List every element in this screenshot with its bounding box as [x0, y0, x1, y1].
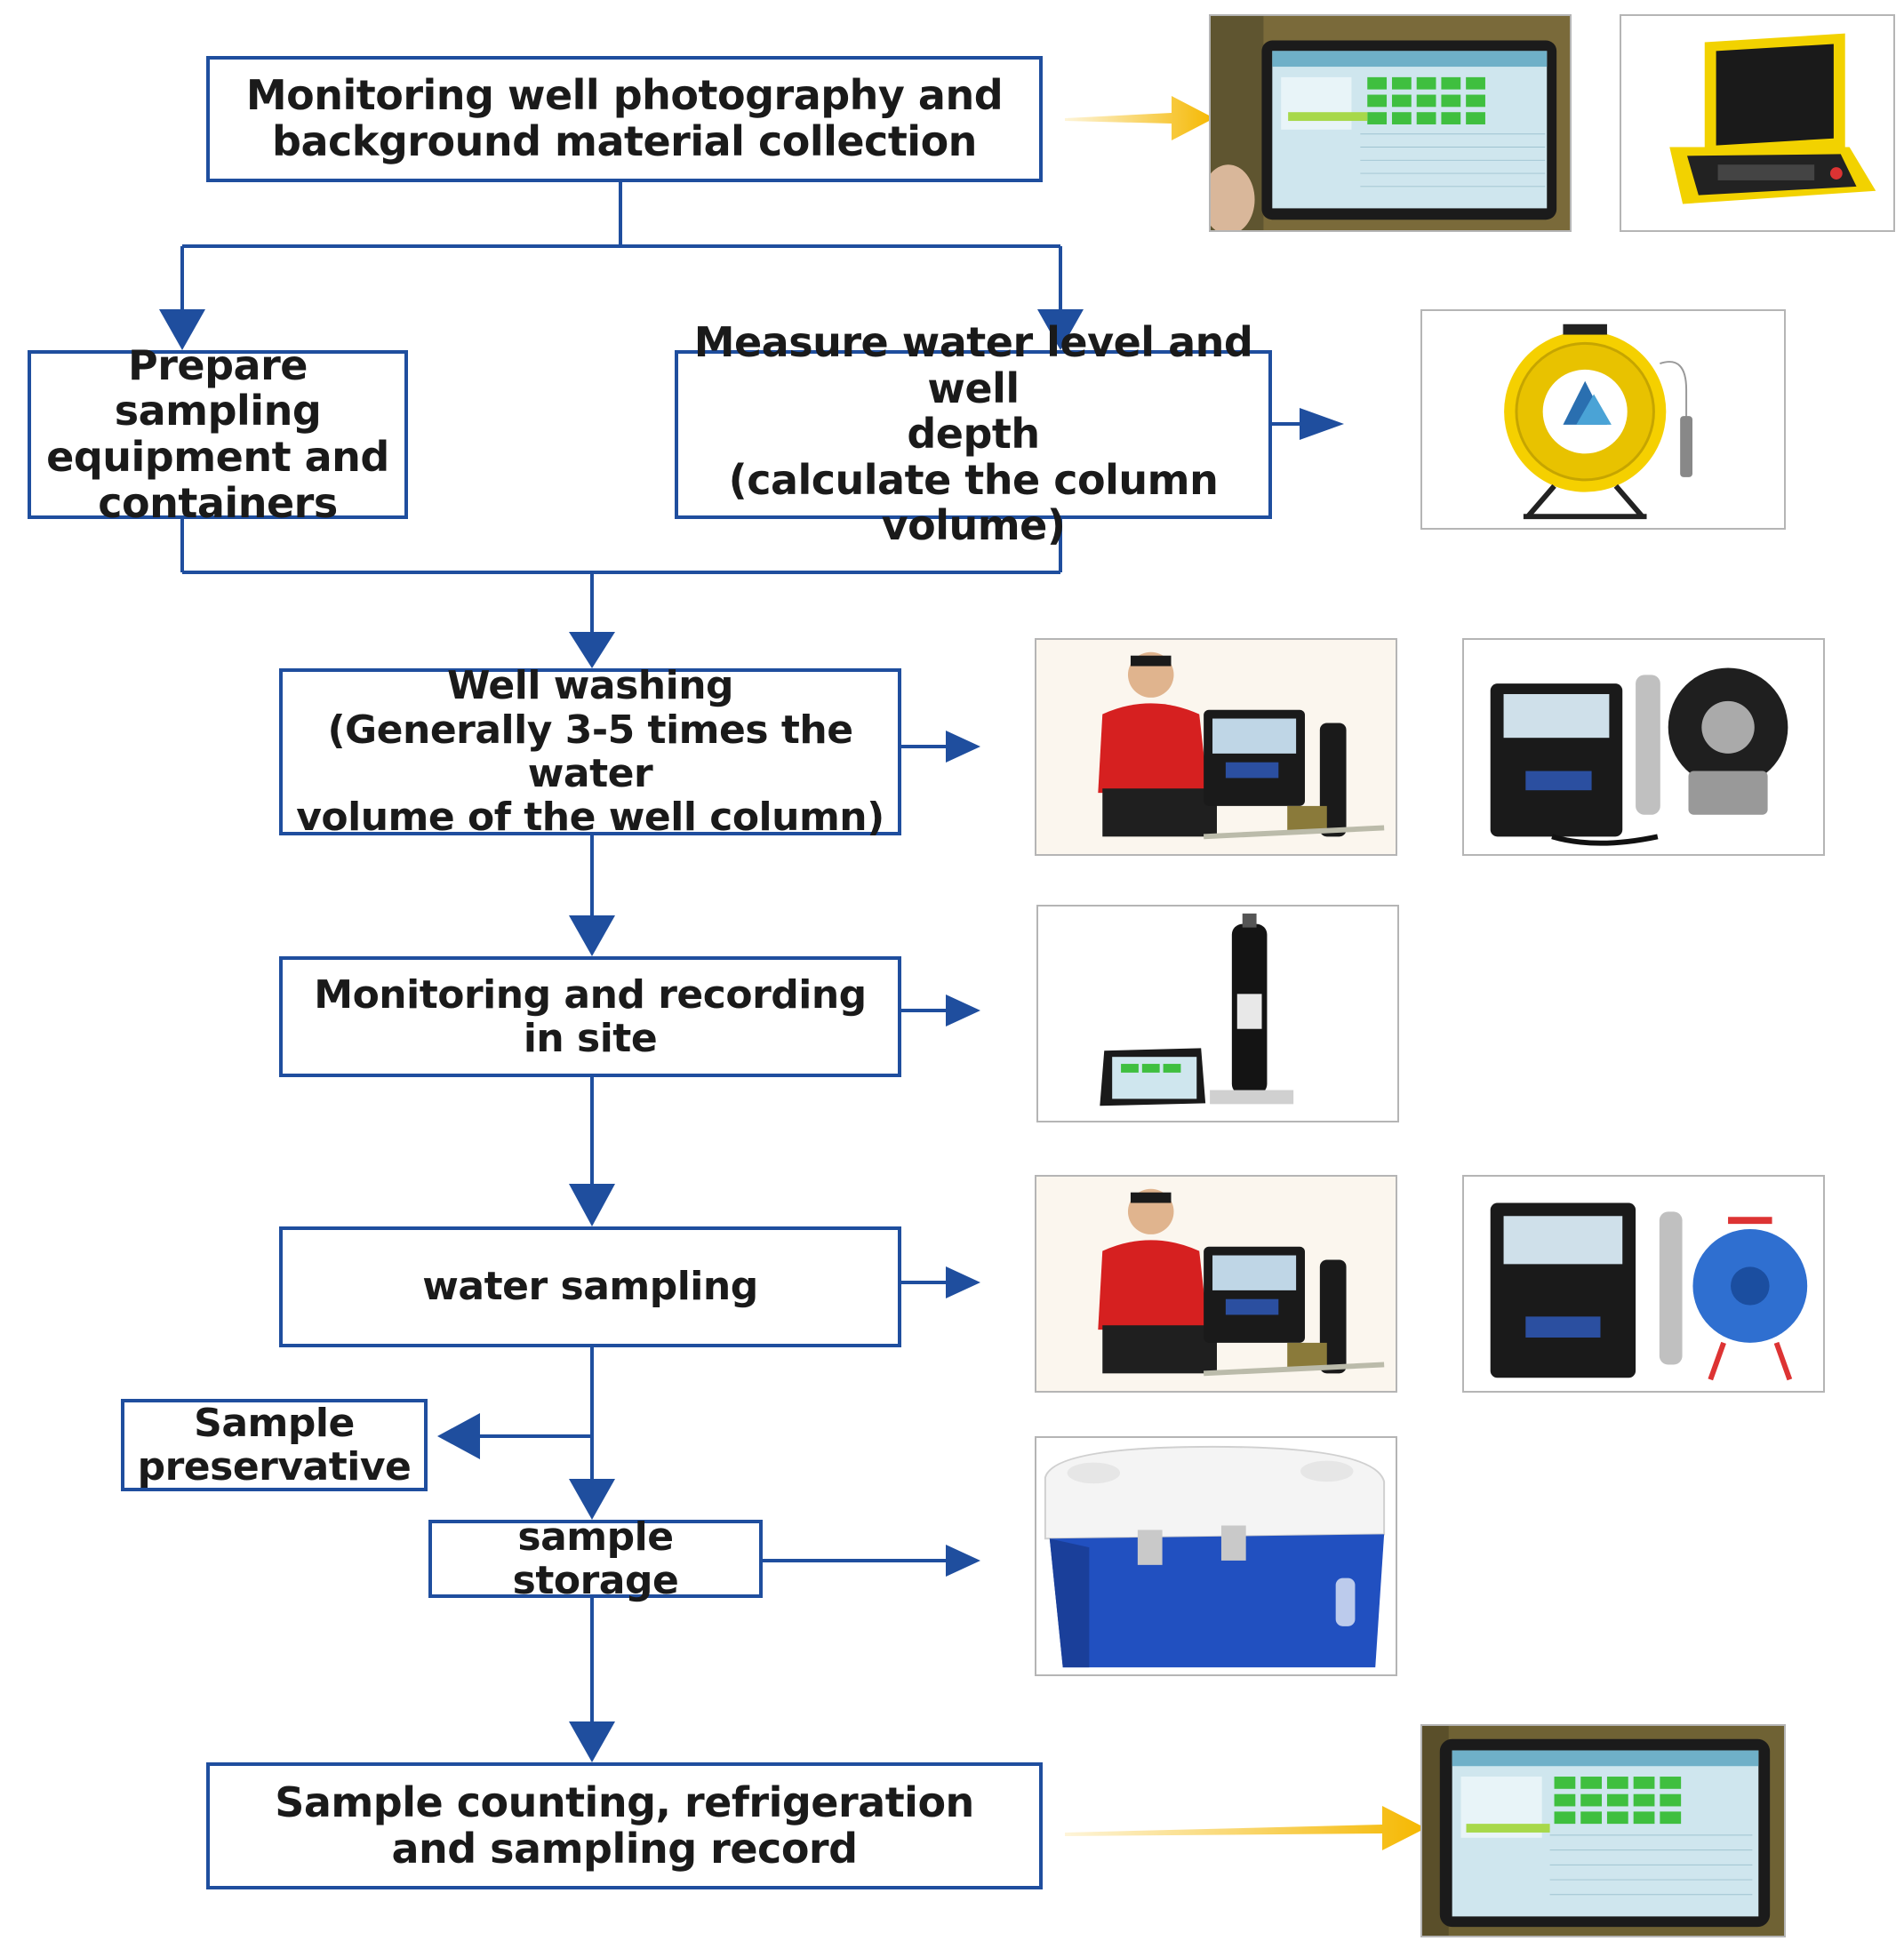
sampling-kit-photo-2	[1462, 1175, 1825, 1393]
step-prepare-box: Prepare sampling equipment and container…	[28, 342, 408, 525]
water-level-reel-photo	[1420, 309, 1786, 530]
yellow-case-photo	[1620, 14, 1895, 232]
step-preservative-box: Sample preservative	[121, 1399, 428, 1491]
arrowhead-monitoring-right	[946, 994, 980, 1026]
arrowhead-to-monitoring	[569, 915, 615, 956]
probe-and-tablet-photo	[1036, 905, 1399, 1122]
arrowhead-to-washing	[569, 632, 615, 668]
arrowhead-to-sampling	[569, 1184, 615, 1226]
yellow-arrow-top	[1065, 96, 1214, 140]
step-photography-box: Monitoring well photography and backgrou…	[206, 56, 1043, 182]
arrowhead-to-measure	[1037, 309, 1084, 350]
man-with-equipment-photo-1	[1035, 638, 1397, 856]
arrowhead-sampling-right	[946, 1266, 980, 1298]
arrowhead-to-prepare	[159, 309, 205, 350]
arrowhead-to-storage	[569, 1479, 615, 1520]
yellow-arrow-bottom	[1065, 1806, 1426, 1850]
arrowhead-storage-right	[946, 1545, 980, 1577]
cooler-box-photo	[1035, 1436, 1397, 1676]
step-counting-box: Sample counting, refrigeration and sampl…	[206, 1762, 1043, 1889]
step-sampling-box: water sampling	[279, 1226, 901, 1347]
arrowhead-washing-right	[946, 731, 980, 763]
step-monitoring-box: Monitoring and recording in site	[279, 956, 901, 1077]
step-measure-box: Measure water level and well depth (calc…	[675, 319, 1272, 548]
step-storage-box: sample storage	[428, 1515, 763, 1602]
arrowhead-to-preservative	[437, 1413, 480, 1459]
arrowhead-measure-right	[1300, 408, 1344, 440]
sampling-kit-photo-1	[1462, 638, 1825, 856]
tablet-field-photo-top	[1209, 14, 1572, 232]
arrowhead-to-counting	[569, 1721, 615, 1762]
tablet-field-photo-bottom	[1420, 1724, 1786, 1937]
step-washing-box: Well washing (Generally 3-5 times the wa…	[279, 664, 901, 839]
man-with-equipment-photo-2	[1035, 1175, 1397, 1393]
